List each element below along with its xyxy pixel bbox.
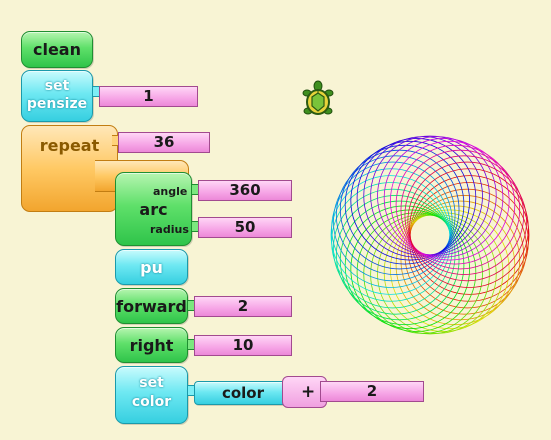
arc-angle-label: angle (153, 185, 188, 198)
set-pensize-label-line2: pensize (26, 96, 88, 112)
spirograph-circle (335, 195, 456, 315)
pu-label: pu (140, 258, 163, 277)
right-input[interactable]: 10 (194, 335, 292, 356)
spirograph-circle (356, 212, 477, 332)
spirograph-circle (390, 209, 510, 330)
spirograph-circle (407, 161, 527, 282)
spirograph-circle (370, 214, 490, 335)
spirograph-circle (333, 161, 453, 282)
color-reporter-block[interactable]: color (194, 381, 292, 405)
arc-radius-input[interactable]: 50 (198, 217, 292, 238)
arc-angle-input[interactable]: 360 (198, 180, 292, 201)
plus-value-input[interactable]: 2 (320, 381, 424, 402)
spirograph-circle (344, 144, 465, 265)
arc-radius-label: radius (150, 223, 189, 236)
clean-label: clean (32, 40, 81, 59)
arc-block[interactable]: angle arc radius (115, 172, 192, 246)
spirograph-circle (404, 195, 525, 315)
set-pensize-block[interactable]: set pensize (21, 70, 93, 122)
clean-block[interactable]: clean (21, 31, 93, 68)
set-pensize-label-line1: set (44, 78, 70, 94)
forward-block[interactable]: forward (115, 288, 188, 324)
spirograph-circle (335, 155, 456, 275)
repeat-label: repeat (39, 136, 100, 155)
spirograph-circle (333, 188, 453, 309)
spirograph-circle (370, 135, 490, 256)
right-label: right (129, 336, 174, 355)
spirograph-circle (339, 200, 460, 321)
spirograph-circle (331, 168, 451, 288)
spirograph-circle (390, 140, 510, 261)
plus-operator-label: + (301, 382, 316, 402)
forward-input[interactable]: 2 (194, 296, 292, 317)
spirograph-circle (356, 138, 477, 258)
pensize-input[interactable]: 1 (99, 86, 198, 107)
spirograph-circle (383, 138, 504, 258)
spirograph-circle (395, 144, 516, 265)
spirograph-drawing (330, 135, 530, 335)
spirograph-circle (409, 168, 529, 288)
set-color-label-line2: color (131, 394, 172, 410)
right-block[interactable]: right (115, 327, 188, 363)
forward-label: forward (116, 297, 187, 316)
set-color-label-line1: set (139, 375, 164, 391)
arc-label: arc (139, 200, 168, 219)
spirograph-circle (409, 175, 530, 295)
set-color-block[interactable]: set color (115, 366, 188, 424)
color-reporter-label: color (221, 384, 265, 402)
repeat-count-input[interactable]: 36 (118, 132, 210, 153)
spirograph-circle (363, 214, 483, 334)
turtle-icon (302, 80, 334, 115)
pu-block[interactable]: pu (115, 249, 188, 285)
spirograph-circle (350, 209, 470, 330)
spirograph-circle (383, 212, 504, 332)
spirograph-circle (400, 149, 521, 270)
spirograph-circle (330, 175, 451, 295)
spirograph-circle (377, 136, 497, 256)
spirograph-circle (407, 188, 527, 309)
spirograph-circle (350, 140, 470, 261)
spirograph-circle (404, 155, 525, 275)
